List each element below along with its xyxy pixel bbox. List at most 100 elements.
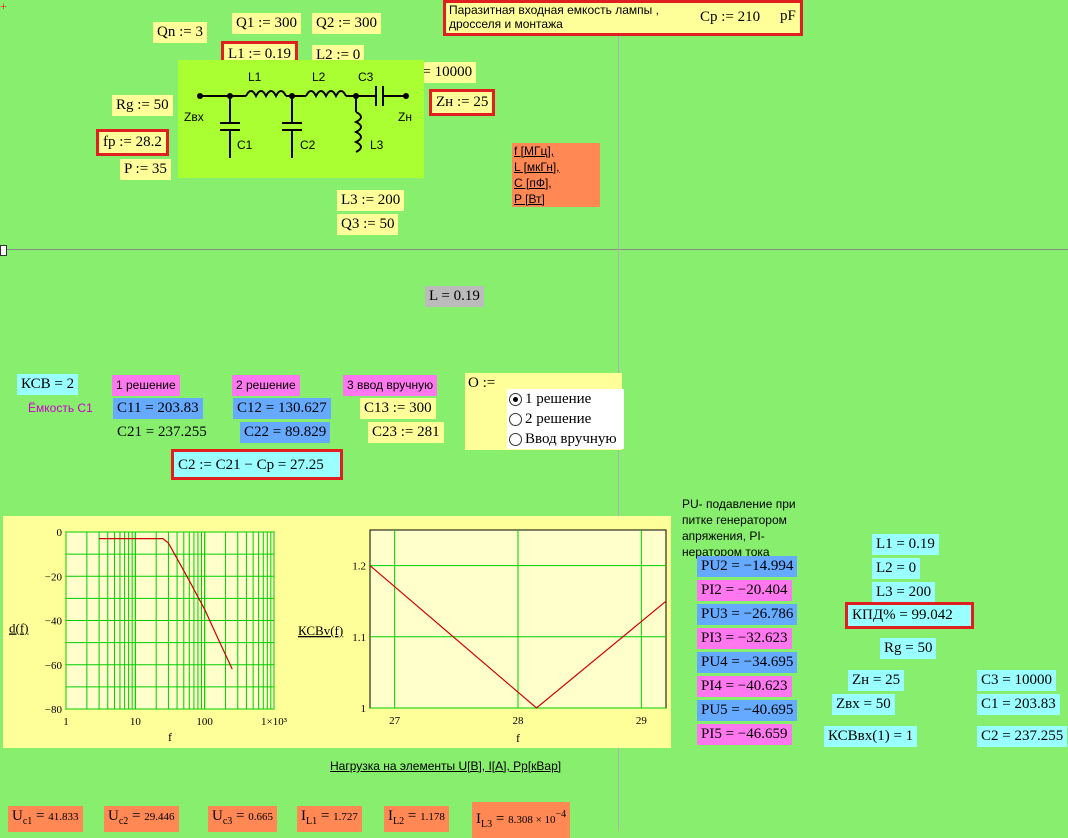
- x-tick-label: 27: [389, 715, 401, 727]
- unit-line: P [Вт]: [514, 192, 545, 206]
- y-tick-label: 1.1: [352, 632, 366, 644]
- radio-manual[interactable]: Ввод вручную: [509, 429, 624, 449]
- uc2-value: Uc2 = 29.446: [104, 806, 179, 832]
- suppression-value: PI2 = −20.404: [697, 580, 792, 601]
- result-rg: Rg = 50: [880, 638, 937, 659]
- load-title: Нагрузка на элементы U[В], I[А], Pp[кВар…: [330, 759, 562, 773]
- c13-input[interactable]: C13 := 300: [360, 398, 436, 419]
- series-line: [99, 538, 233, 670]
- uc3-value: Uc3 = 0.665: [208, 806, 278, 832]
- qn-input[interactable]: Qn := 3: [153, 22, 207, 43]
- y-axis-label: d(f): [9, 621, 29, 636]
- radio-solution-2[interactable]: 2 решение: [509, 409, 624, 429]
- uc1-number: 41.833: [48, 811, 79, 823]
- c21-value: C21 = 237.255: [117, 424, 207, 440]
- efficiency-value: КПД% = 99.042: [845, 602, 974, 629]
- option-selector: O := 1 решение 2 решение Ввод вручную: [465, 373, 624, 450]
- unit-line: L [мкГн],: [514, 160, 560, 174]
- q3-input[interactable]: Q3 := 50: [337, 214, 399, 235]
- result-zn: Zн = 25: [848, 670, 905, 691]
- l3-input[interactable]: L3 := 200: [337, 190, 405, 211]
- q1-input[interactable]: Q1 := 300: [232, 13, 301, 34]
- capacitance-c1-label: Ёмкость C1: [28, 401, 93, 415]
- il3-value: IL3 = 8.308 × 10−4: [472, 802, 571, 838]
- q2-input[interactable]: Q2 := 300: [312, 13, 381, 34]
- c23-input[interactable]: C23 := 281: [368, 422, 444, 443]
- x-tick-label: 28: [513, 715, 525, 727]
- label-zin: Zвх: [184, 110, 204, 124]
- uc3-number: 0.665: [248, 811, 274, 823]
- uc1-value: Uc1 = 41.833: [8, 806, 83, 832]
- y-axis-label: КСВv(f): [298, 623, 343, 638]
- region-marker[interactable]: [0, 245, 7, 256]
- suppression-value: PU3 = −26.786: [697, 604, 798, 625]
- suppression-value: PU2 = −14.994: [697, 556, 798, 577]
- il1-number: 1.727: [333, 811, 358, 823]
- radio-group: 1 решение 2 решение Ввод вручную: [507, 389, 624, 449]
- result-l1: L1 = 0.19: [872, 534, 939, 555]
- c11-value: C11 = 203.83: [113, 398, 203, 419]
- y-tick-label: −40: [45, 616, 63, 628]
- label-l3: L3: [370, 138, 384, 152]
- c12-value: C12 = 130.627: [233, 398, 331, 419]
- l1-input[interactable]: L1 := 0.19: [220, 41, 299, 68]
- result-c1: C1 = 203.83: [977, 694, 1060, 715]
- x-tick-label: 10: [130, 716, 142, 728]
- radio-unchecked-icon: [509, 412, 522, 426]
- result-c2: C2 = 237.255: [977, 726, 1068, 747]
- crosshair-icon: +: [0, 0, 7, 13]
- y-tick-label: 1.2: [352, 561, 366, 573]
- il2-value: IL2 = 1.178: [384, 806, 449, 832]
- radio-unchecked-icon: [509, 432, 522, 446]
- y-tick-label: 1: [361, 703, 367, 715]
- ksv-value: КСВ = 2: [17, 374, 79, 395]
- solution-2-label: 2 решение: [232, 375, 300, 396]
- suppression-value: PI4 = −40.623: [697, 676, 792, 697]
- label-l1: L1: [248, 70, 262, 84]
- region-separator: [0, 249, 1068, 250]
- rg-input[interactable]: Rg := 50: [112, 95, 173, 116]
- circuit-schematic: Zвх Zн L1 L2 C3 C1 C2 L3: [178, 60, 424, 178]
- x-axis-label: f: [516, 731, 520, 745]
- c22-value: C22 = 89.829: [240, 422, 331, 443]
- label-c1: C1: [237, 138, 253, 152]
- y-tick-label: −80: [45, 704, 63, 716]
- y-tick-label: 0: [57, 527, 63, 539]
- c2-formula[interactable]: C2 := C21 − Cp = 27.25: [171, 449, 343, 480]
- x-tick-label: 1: [63, 716, 69, 728]
- result-c3: C3 = 10000: [977, 670, 1056, 691]
- unit-line: C [пФ],: [514, 176, 552, 190]
- il2-number: 1.178: [420, 811, 445, 823]
- radio-label: 2 решение: [525, 411, 592, 427]
- radio-solution-1[interactable]: 1 решение: [509, 389, 624, 409]
- label-c2: C2: [300, 138, 316, 152]
- result-l3: L3 = 200: [872, 582, 936, 603]
- result-l2: L2 = 0: [872, 558, 921, 579]
- cp-input[interactable]: Cp := 210: [700, 9, 761, 25]
- label-zout: Zн: [398, 110, 412, 124]
- label-l2: L2: [312, 70, 326, 84]
- series-line: [369, 565, 667, 709]
- unit-line: f [МГц],: [514, 144, 555, 158]
- cp-unit: pF: [780, 8, 796, 24]
- zn-input[interactable]: Zн := 25: [428, 89, 496, 116]
- suppression-value: PU4 = −34.695: [697, 652, 798, 673]
- radio-label: 1 решение: [525, 391, 592, 407]
- uc2-number: 29.446: [144, 811, 175, 823]
- suppression-value: PI5 = −46.659: [697, 724, 792, 745]
- solution-1-label: 1 решение: [112, 375, 180, 396]
- parasitic-capacitance-box: Паразитная входная емкость лампы , дросс…: [443, 0, 803, 36]
- x-tick-label: 100: [196, 716, 213, 728]
- p-input[interactable]: P := 35: [120, 159, 171, 180]
- y-tick-label: −20: [45, 571, 63, 583]
- radio-label: Ввод вручную: [525, 431, 617, 447]
- x-tick-label: 1×10³: [261, 716, 288, 728]
- result-zvx: Zвх = 50: [832, 694, 895, 715]
- fp-input[interactable]: fp := 28.2: [96, 129, 169, 156]
- y-tick-label: −60: [45, 660, 63, 672]
- l-result: L = 0.19: [425, 286, 484, 307]
- solution-3-label: 3 ввод вручную: [343, 375, 438, 396]
- suppression-value: PI3 = −32.623: [697, 628, 792, 649]
